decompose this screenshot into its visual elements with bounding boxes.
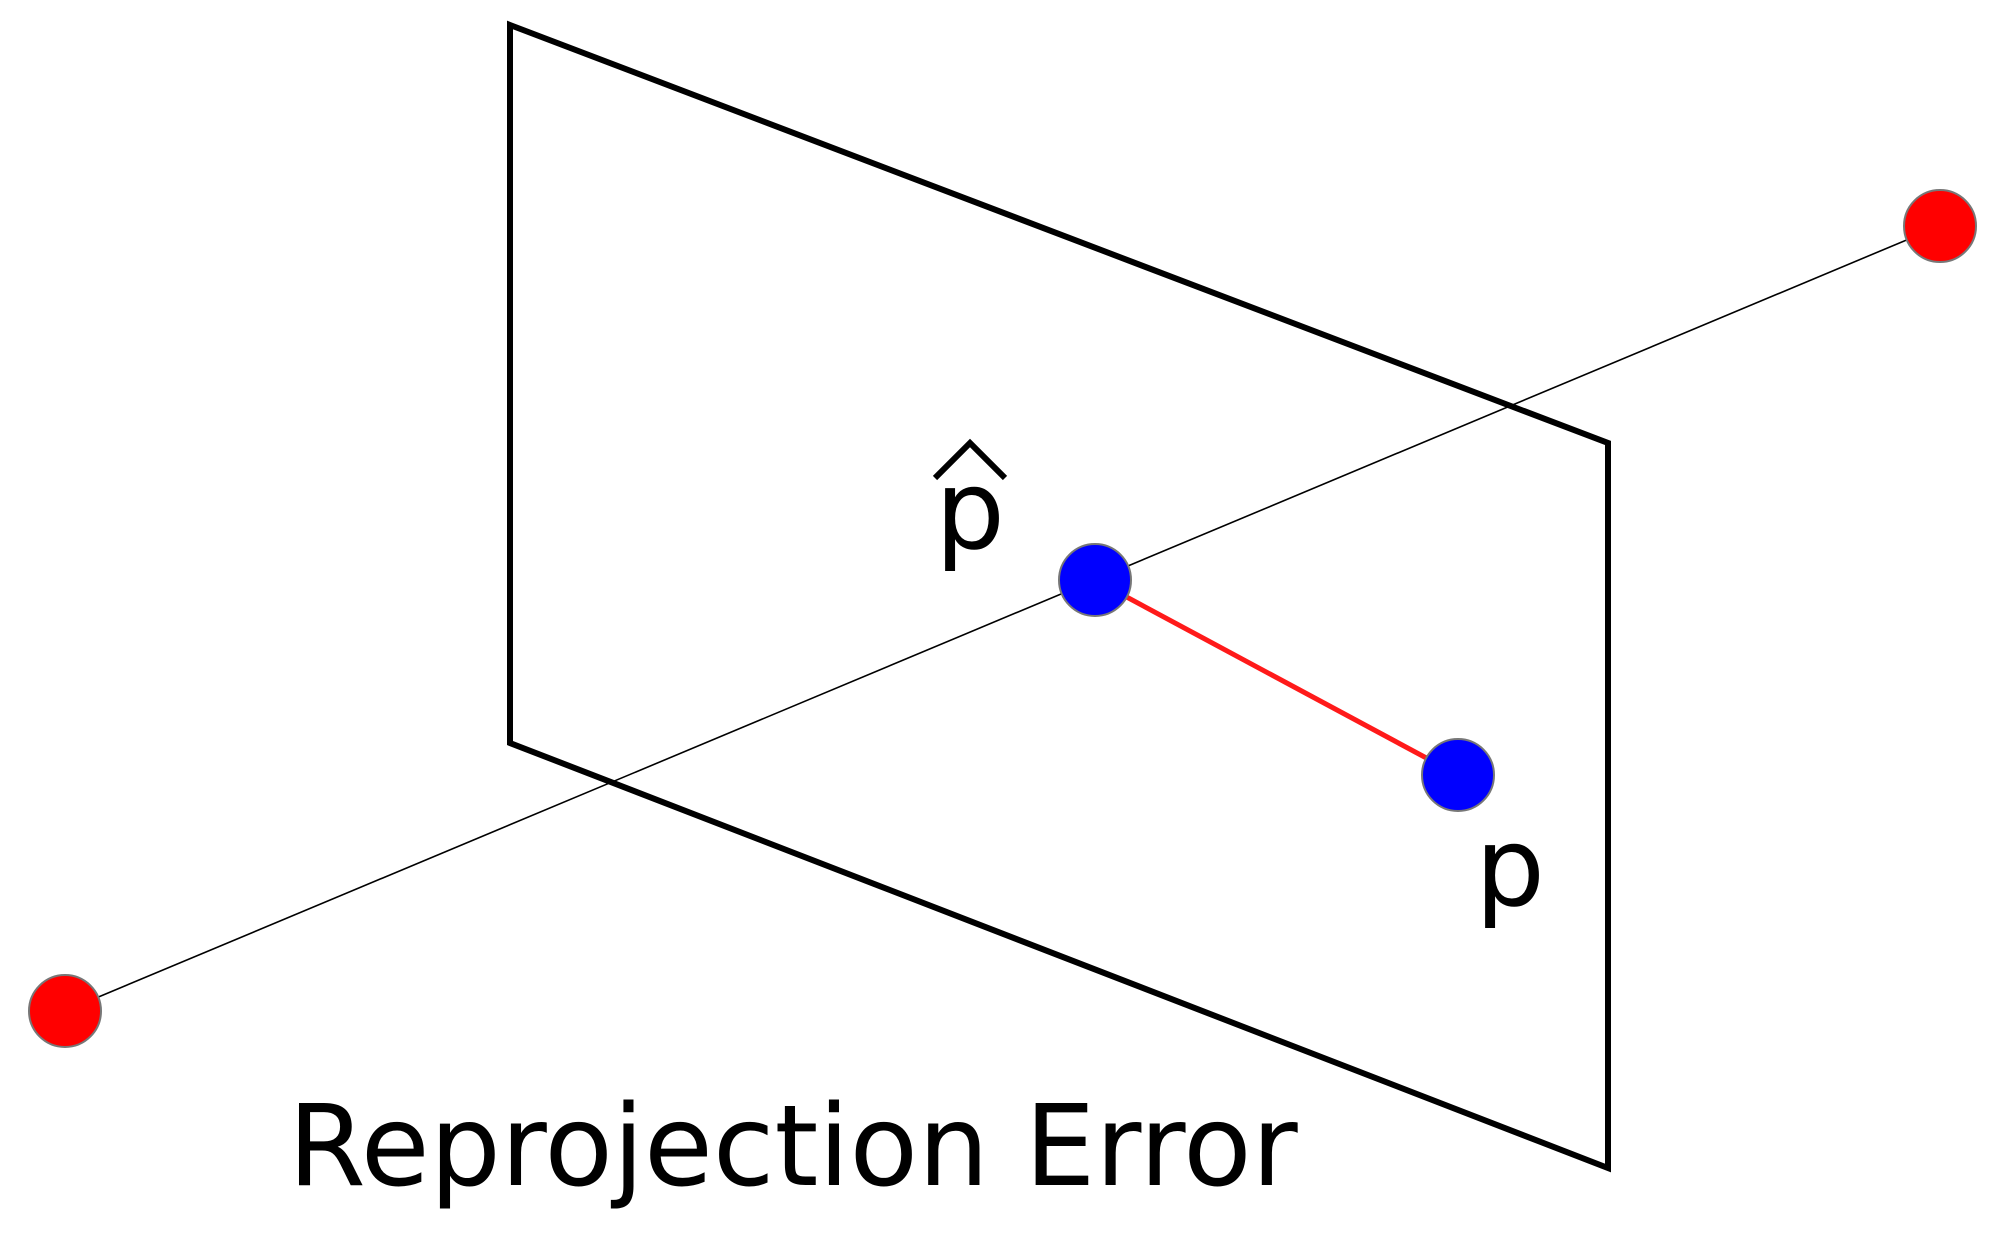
world-point-right: [1903, 189, 1977, 263]
world-point-left: [28, 974, 102, 1048]
projected-point-label: p: [935, 446, 1005, 574]
observed-point-label: p: [1475, 803, 1545, 931]
projection-ray: [64, 225, 1941, 1012]
observed-point: [1421, 738, 1495, 812]
image-plane: [507, 20, 1611, 1173]
reprojection-error-segment: [1093, 577, 1460, 778]
hat-accent-icon: [932, 438, 1008, 481]
projected-point: [1058, 543, 1132, 617]
diagram-caption: Reprojection Error: [288, 1082, 1299, 1212]
